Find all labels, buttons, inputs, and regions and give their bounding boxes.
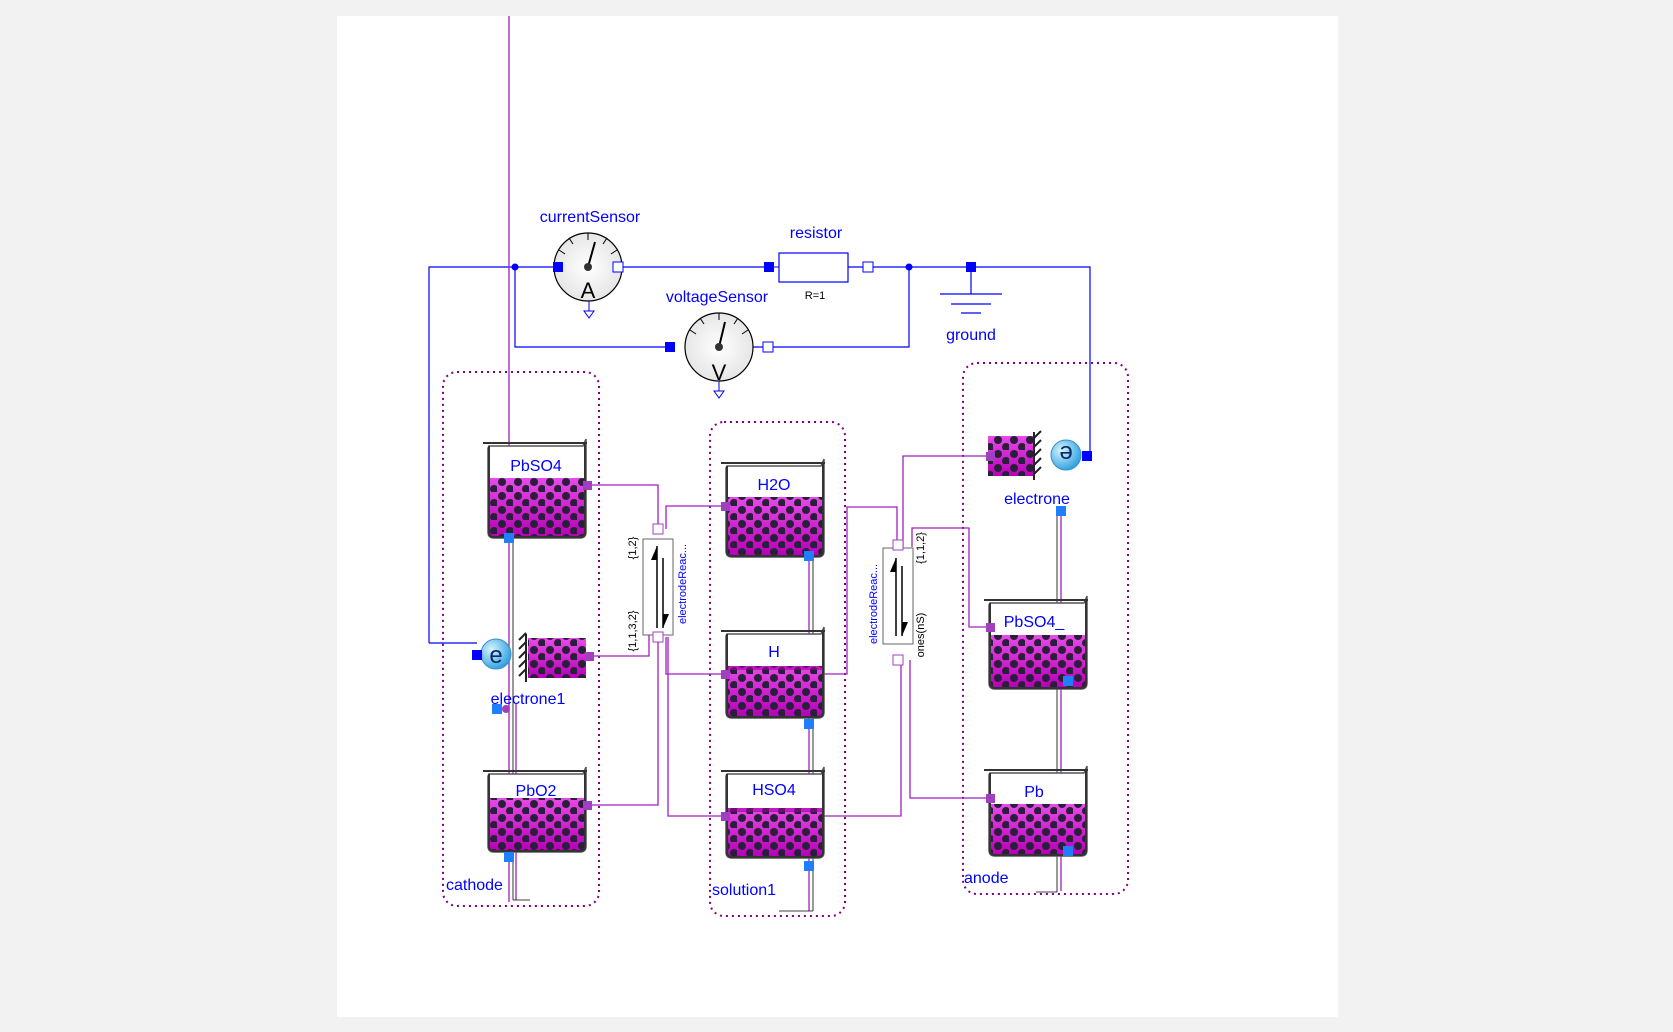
- voltage-sensor[interactable]: V voltageSensor: [666, 289, 769, 399]
- port-electron-anode-chemical[interactable]: [986, 452, 995, 461]
- resistor-port-n[interactable]: [862, 261, 874, 273]
- voltage-sensor-port-n[interactable]: [762, 341, 774, 353]
- substance-hso4[interactable]: HSO4: [721, 766, 825, 859]
- electron-symbol: e: [489, 642, 502, 669]
- reaction-right-port-products[interactable]: [892, 539, 904, 551]
- voltage-sensor-port-p[interactable]: [665, 342, 675, 352]
- diagram-canvas: A currentSensor resistor R=1 ground: [337, 16, 1338, 1017]
- substance-pbso4-cathode[interactable]: PbSO4: [483, 438, 587, 539]
- cathode-compartment[interactable]: [442, 371, 600, 907]
- port-pbso4-anode-solution[interactable]: [986, 623, 995, 632]
- electron-symbol: e: [1059, 440, 1072, 467]
- substance-label: H: [768, 644, 780, 661]
- substance-label: PbSO4_: [1004, 614, 1066, 631]
- port-pbso4-cathode-solution[interactable]: [583, 481, 592, 490]
- port-electron-cathode-chemical[interactable]: [585, 652, 594, 661]
- port-pbso4-cathode-bottom[interactable]: [504, 533, 514, 543]
- reaction-name: electrodeReac...: [868, 564, 880, 644]
- resistor-port-p[interactable]: [764, 262, 774, 272]
- port-h-solution[interactable]: [721, 670, 730, 679]
- port-pbo2-cathode-bottom[interactable]: [504, 852, 514, 862]
- resistor-label: resistor: [790, 225, 843, 242]
- substance-label: HSO4: [752, 782, 796, 799]
- port-pbo2-cathode-solution[interactable]: [583, 801, 592, 810]
- reaction-products-stoich: {1,2}: [627, 536, 639, 559]
- reaction-products-stoich: {1,1,2}: [915, 532, 927, 564]
- solution-label: solution1: [712, 882, 776, 899]
- substance-pbso4-anode[interactable]: PbSO4_: [984, 595, 1088, 690]
- current-sensor-port-p[interactable]: [553, 262, 563, 272]
- current-sensor-symbol: A: [581, 278, 596, 303]
- port-hso4-bottom[interactable]: [804, 861, 814, 871]
- substance-pbo2-cathode[interactable]: PbO2: [483, 766, 587, 853]
- port-hso4-solution[interactable]: [721, 812, 730, 821]
- port-electron-cathode-electrical[interactable]: [472, 650, 482, 660]
- junction-dot: [905, 263, 913, 271]
- port-electron-cathode-bottom[interactable]: [492, 704, 502, 714]
- anode-label: anode: [964, 870, 1009, 887]
- substance-label: Pb: [1024, 784, 1044, 801]
- port-pb-bottom[interactable]: [1063, 846, 1073, 856]
- voltage-sensor-symbol: V: [712, 360, 727, 385]
- junction-dot: [502, 705, 510, 713]
- ground[interactable]: ground: [940, 293, 1002, 344]
- substance-label: PbSO4: [510, 458, 562, 475]
- solution-compartment[interactable]: [709, 421, 846, 917]
- cathode-label: cathode: [446, 877, 503, 894]
- electron-label: electrone: [1004, 491, 1070, 508]
- port-electron-anode-bottom[interactable]: [1056, 506, 1066, 516]
- battery-diagram: A currentSensor resistor R=1 ground: [428, 16, 1129, 917]
- resistor-parameter: R=1: [805, 290, 826, 302]
- port-pb-solution[interactable]: [986, 794, 995, 803]
- ground-port[interactable]: [966, 262, 976, 272]
- reaction-name: electrodeReac...: [677, 544, 689, 624]
- reaction-left-port-products[interactable]: [652, 523, 664, 535]
- current-sensor-label: currentSensor: [540, 209, 641, 226]
- port-h2o-solution[interactable]: [721, 502, 730, 511]
- current-sensor[interactable]: A currentSensor: [540, 209, 641, 319]
- substance-label: PbO2: [516, 783, 557, 800]
- reaction-reactants-stoich: ones(nS): [915, 613, 927, 658]
- port-h2o-bottom[interactable]: [804, 551, 814, 561]
- electron-anode[interactable]: e electrone: [988, 430, 1082, 508]
- substance-h2o[interactable]: H2O: [721, 458, 825, 558]
- reaction-left-port-reactants[interactable]: [652, 631, 664, 643]
- electrode-reaction-right[interactable]: electrodeReac... {1,1,2} ones(nS): [868, 532, 927, 658]
- substance-h[interactable]: H: [721, 626, 825, 719]
- reaction-right-port-reactants[interactable]: [892, 654, 904, 666]
- electron-cathode[interactable]: e electrone1: [480, 632, 586, 708]
- reaction-reactants-stoich: {1,1,3,2}: [627, 610, 639, 651]
- port-pbso4-anode-bottom[interactable]: [1063, 676, 1073, 686]
- current-sensor-port-n[interactable]: [612, 261, 624, 273]
- substance-label: H2O: [758, 477, 791, 494]
- port-h-bottom[interactable]: [804, 719, 814, 729]
- port-electron-anode-electrical[interactable]: [1082, 451, 1092, 461]
- substance-pb[interactable]: Pb: [984, 765, 1088, 857]
- junction-dot: [511, 263, 519, 271]
- ground-label: ground: [946, 327, 996, 344]
- electrode-reaction-left[interactable]: electrodeReac... {1,2} {1,1,3,2}: [627, 536, 689, 651]
- electron-label: electrone1: [491, 691, 566, 708]
- resistor[interactable]: resistor R=1: [769, 225, 862, 302]
- voltage-sensor-label: voltageSensor: [666, 289, 769, 306]
